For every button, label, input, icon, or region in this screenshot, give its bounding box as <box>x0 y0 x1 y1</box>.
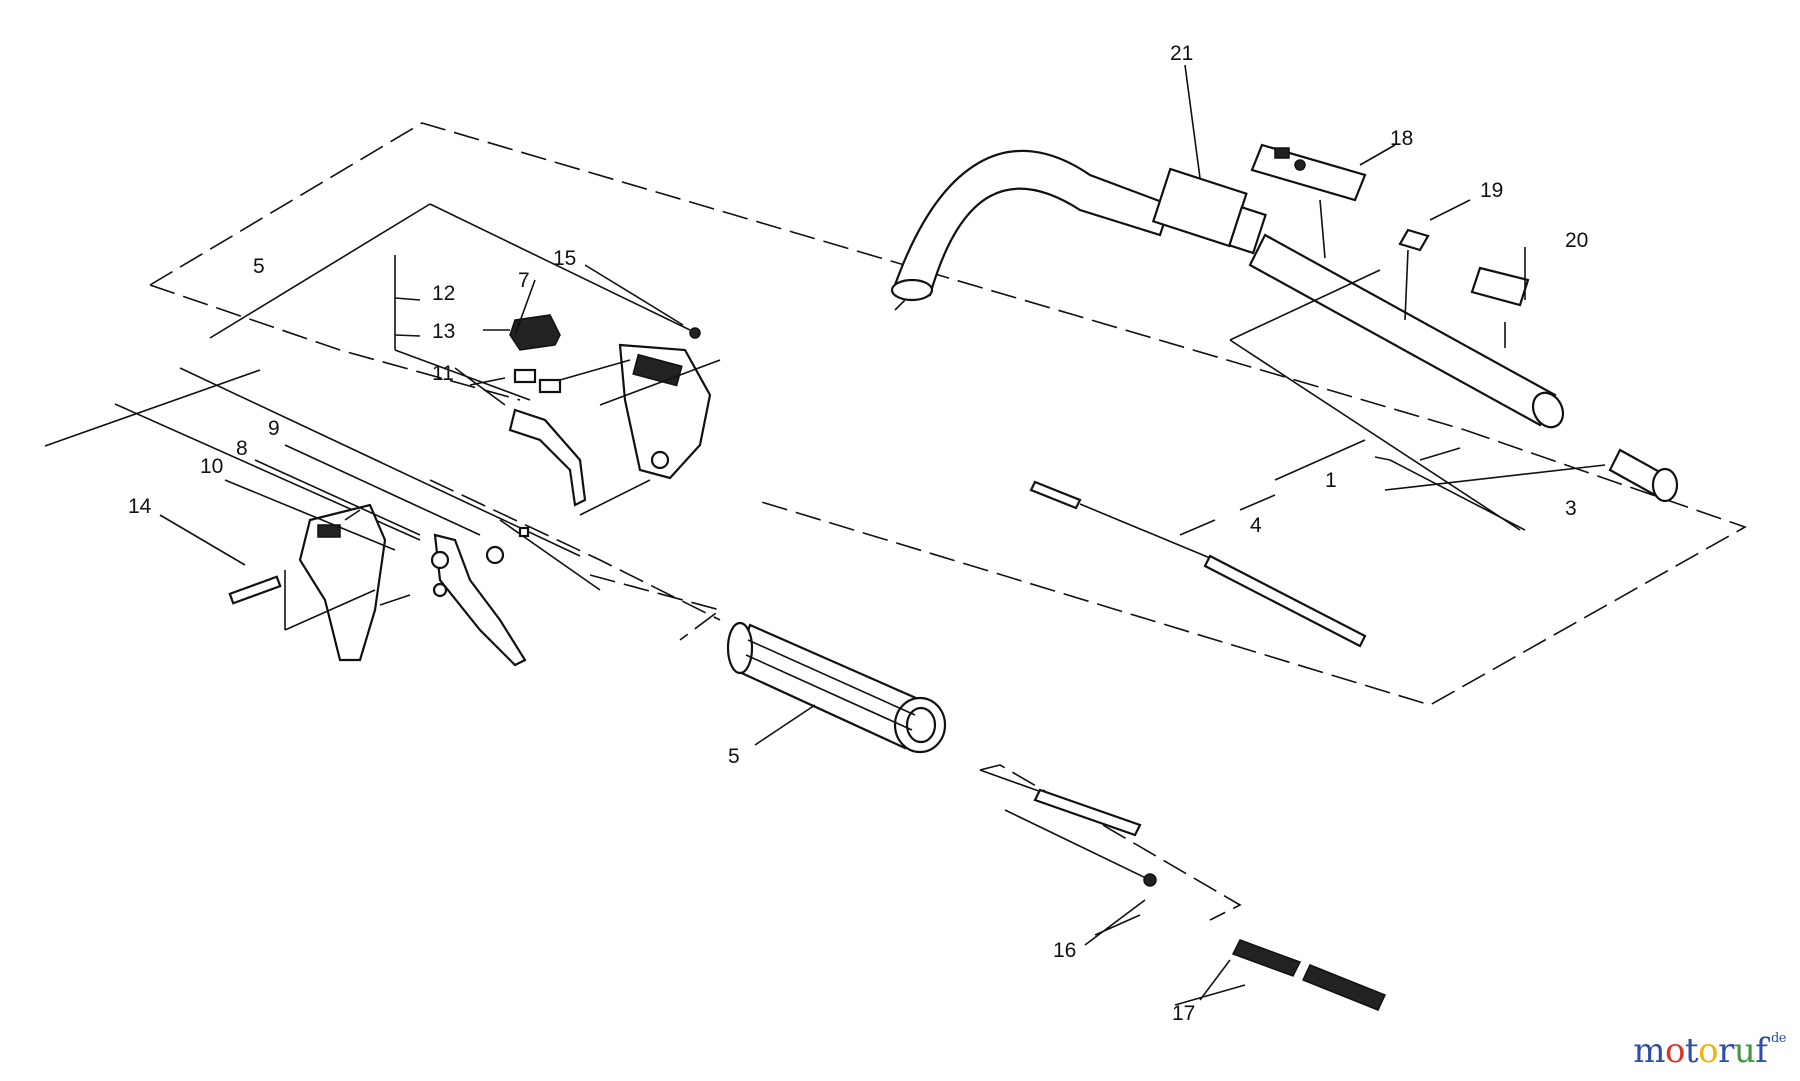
callout-21: 21 <box>1170 42 1193 65</box>
callout-12: 12 <box>432 282 455 305</box>
callout-16: 16 <box>1053 939 1076 962</box>
small-hardware <box>228 327 701 605</box>
foam-grip <box>726 621 947 754</box>
motoruf-watermark: motoruf.de <box>1633 1031 1786 1071</box>
trigger-lever <box>430 533 527 667</box>
watermark-letter: r <box>1718 1031 1734 1071</box>
handle-housing <box>618 343 712 480</box>
watermark-suffix: .de <box>1767 1031 1786 1046</box>
watermark-letter: o <box>1698 1031 1719 1071</box>
callout-5-upper: 5 <box>253 255 265 278</box>
trigger-housing <box>298 503 387 662</box>
callout-11: 11 <box>432 362 454 385</box>
straight-tube <box>1248 233 1565 429</box>
leader-lines <box>159 64 1606 1006</box>
watermark-letter: t <box>1684 1031 1699 1071</box>
callout-17: 17 <box>1172 1002 1195 1025</box>
watermark-letter: u <box>1733 1031 1756 1071</box>
watermark-letter: o <box>1664 1031 1685 1071</box>
callout-4: 4 <box>1250 514 1262 537</box>
label-decals <box>1250 143 1530 307</box>
callout-labels: 21 18 19 20 15 7 5 12 13 11 9 8 10 14 1 … <box>128 42 1588 1025</box>
callout-9: 9 <box>268 417 280 440</box>
callout-15: 15 <box>553 247 576 270</box>
callout-20: 20 <box>1565 229 1588 252</box>
callout-18: 18 <box>1390 127 1413 150</box>
callout-13: 13 <box>432 320 455 343</box>
callout-10: 10 <box>200 455 223 478</box>
watermark-letter: m <box>1633 1031 1665 1071</box>
callout-3: 3 <box>1565 497 1577 520</box>
curved-tube <box>890 149 1267 311</box>
assembly-frame-lines <box>44 122 1747 921</box>
tube-end-cap <box>1608 448 1679 503</box>
spring <box>1231 939 1387 1011</box>
switch-parts <box>508 314 587 507</box>
callout-8: 8 <box>236 437 248 460</box>
watermark-letter: f <box>1755 1031 1768 1071</box>
throttle-cable <box>499 480 1367 648</box>
callout-19: 19 <box>1480 179 1503 202</box>
callout-7: 7 <box>518 269 530 292</box>
callout-1: 1 <box>1325 469 1337 492</box>
cable-end-parts <box>1004 788 1157 887</box>
callout-14: 14 <box>128 495 152 518</box>
watermark-text: motoruf <box>1633 1031 1768 1071</box>
callout-5-lower: 5 <box>728 745 740 768</box>
